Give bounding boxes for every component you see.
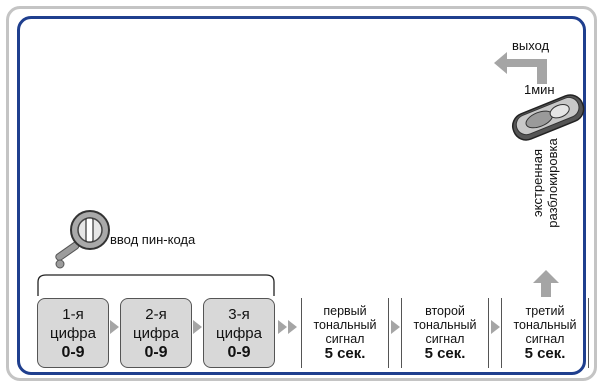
up-arrow <box>533 270 559 297</box>
tone-line3: сигнал <box>325 332 365 346</box>
exit-arrow <box>494 52 547 84</box>
digit-range: 0-9 <box>144 344 168 361</box>
digit-ordinal: 1-я <box>62 306 84 323</box>
tone-time: 5 сек. <box>324 345 366 362</box>
digit-range: 0-9 <box>227 344 251 361</box>
digit-word: цифра <box>50 325 96 342</box>
pin-entry-label: ввод пин-кода <box>110 232 196 247</box>
key-fob-icon <box>511 94 585 141</box>
tone-line2: тональный <box>413 318 477 332</box>
tone-time: 5 сек. <box>424 345 466 362</box>
digit-word: цифра <box>133 325 179 342</box>
step-arrow <box>491 320 500 334</box>
tone-line3: сигнал <box>525 332 565 346</box>
digit-box-1: 1-я цифра 0-9 <box>37 298 109 368</box>
tone-line3: сигнал <box>425 332 465 346</box>
step-arrow <box>391 320 400 334</box>
key-icon <box>55 210 110 269</box>
tone-line1: второй <box>425 304 465 318</box>
tone-signal-3: третий тональный сигнал 5 сек. <box>501 298 589 368</box>
tone-line1: третий <box>525 304 565 318</box>
duration-label: 1мин <box>524 82 555 97</box>
tone-line1: первый <box>323 304 367 318</box>
digit-ordinal: 2-я <box>145 306 167 323</box>
step-arrow <box>193 320 202 334</box>
digit-word: цифра <box>216 325 262 342</box>
outer-frame <box>6 6 597 381</box>
double-arrow-a <box>278 320 287 334</box>
step-arrow <box>110 320 119 334</box>
exit-label: выход <box>512 38 550 53</box>
digit-box-3: 3-я цифра 0-9 <box>203 298 275 368</box>
tone-line2: тональный <box>513 318 577 332</box>
digit-ordinal: 3-я <box>228 306 250 323</box>
tone-time: 5 сек. <box>524 345 566 362</box>
digit-range: 0-9 <box>61 344 85 361</box>
tone-signal-2: второй тональный сигнал 5 сек. <box>401 298 489 368</box>
tone-signal-1: первый тональный сигнал 5 сек. <box>301 298 389 368</box>
digit-box-2: 2-я цифра 0-9 <box>120 298 192 368</box>
tone-line2: тональный <box>313 318 377 332</box>
double-arrow-b <box>288 320 297 334</box>
